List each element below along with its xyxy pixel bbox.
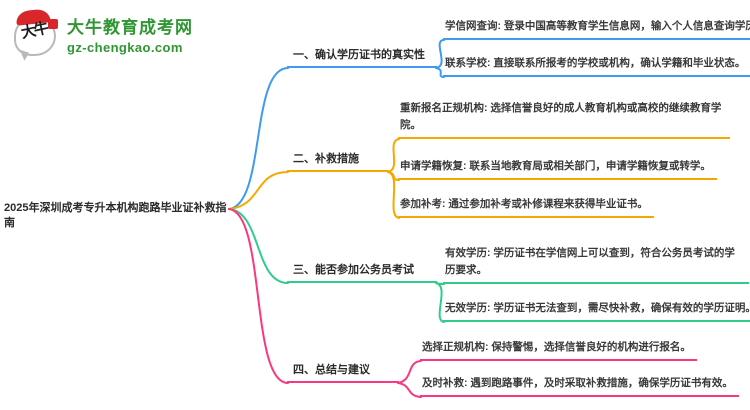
- branch1-child1: 学信网查询: 登录中国高等教育学生信息网，输入个人信息查询学历。: [443, 18, 750, 40]
- branch3-child2: 无效学历: 学历证书无法查到，需尽快补救，确保有效的学历证明。: [443, 300, 750, 322]
- logo-icon: 大牛: [12, 8, 60, 62]
- connector-branch3-child2: [435, 282, 445, 323]
- connector-branch2-child3: [387, 171, 400, 219]
- logo-site-url: gz-chengkao.com: [67, 40, 183, 55]
- branch2-child3: 参加补考: 通过参加补考或补修课程来获得毕业证书。: [398, 196, 654, 218]
- branch2-label: 二、补救措施: [287, 150, 389, 172]
- branch3-child1: 有效学历: 学历证书在学信网上可以查到，符合公务员考试的学历要求。: [443, 245, 749, 284]
- logo-red-seal-icon: [48, 19, 58, 29]
- connector-branch4-child2: [397, 382, 422, 398]
- branch2-child1: 重新报名正规机构: 选择信誉良好的成人教育机构或高校的继续教育学院。: [398, 100, 730, 139]
- branch2-child2: 申请学籍恢复: 联系当地教育局或相关部门，申请学籍恢复或转学。: [398, 158, 717, 180]
- connector-root-branch2: [228, 171, 289, 210]
- connector-root-branch4: [228, 208, 289, 384]
- mindmap-root-topic: 2025年深圳成考专升本机构跑路毕业证补救指南: [4, 202, 227, 229]
- connector-branch4-child1: [397, 360, 422, 384]
- connector-root-branch1: [228, 67, 289, 210]
- connector-branch1-child1: [435, 39, 445, 69]
- site-logo[interactable]: 大牛 大牛教育成考网 gz-chengkao.com: [12, 8, 193, 62]
- branch4-child2: 及时补救: 遇到跑路事件，及时采取补救措施，确保学历证书有效。: [420, 375, 739, 397]
- logo-brand-name: 大牛教育成考网: [67, 18, 193, 37]
- logo-text-block: 大牛教育成考网 gz-chengkao.com: [67, 13, 193, 55]
- branch4-child1: 选择正规机构: 保持警惕，选择信誉良好的机构进行报名。: [420, 339, 697, 361]
- branch1-child2: 联系学校: 直接联系所报考的学校或机构，确认学籍和毕业状态。: [443, 55, 750, 77]
- branch3-label: 三、能否参加公务员考试: [287, 261, 437, 283]
- connector-branch2-child1: [387, 138, 400, 173]
- branch4-label: 四、总结与建议: [287, 361, 399, 383]
- connector-branch1-child2: [435, 67, 445, 78]
- connector-root-branch3: [228, 208, 289, 284]
- branch1-label: 一、确认学历证书的真实性: [287, 46, 437, 68]
